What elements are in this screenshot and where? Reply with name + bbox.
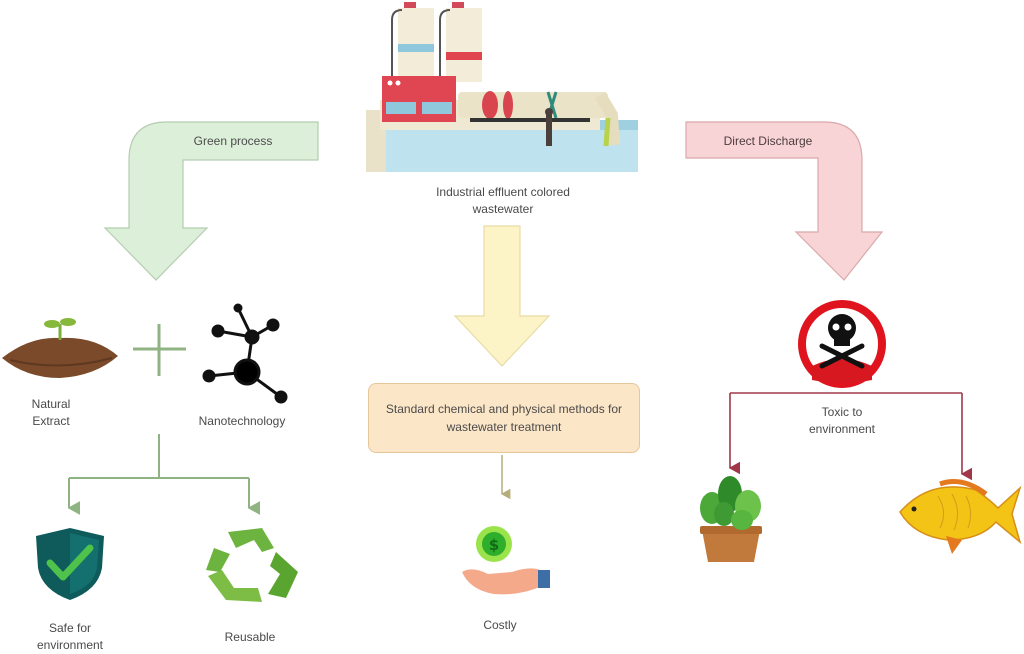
recycle-icon [206, 528, 298, 602]
plus-icon [133, 324, 186, 376]
standard-process-arrow [453, 225, 551, 367]
direct-discharge-label: Direct Discharge [723, 134, 813, 148]
toxic-label: Toxic to environment [808, 405, 876, 436]
reusable-label: Reusable [224, 630, 276, 644]
toxic-connector [728, 392, 973, 481]
source-label: Industrial effluent colored wastewater [436, 185, 570, 216]
green-process-arrow [103, 121, 319, 281]
potted-plant-icon [700, 476, 762, 562]
fish-icon [899, 479, 1022, 554]
standard-methods-label: Standard chemical and physical methods f… [385, 402, 623, 434]
molecule-icon [202, 303, 288, 404]
green-connector [67, 434, 261, 515]
nanotechnology-label: Nanotechnology [198, 414, 286, 428]
costly-label: Costly [483, 618, 517, 632]
plant-in-soil-icon [2, 318, 118, 378]
factory-icon [366, 2, 638, 172]
money-in-hand-icon: $ [462, 526, 550, 595]
shield-check-icon [36, 528, 104, 600]
green-process-label: Green process [193, 134, 273, 148]
safe-for-environment-label: Safe for environment [36, 621, 104, 652]
natural-extract-label: Natural Extract [31, 397, 71, 428]
toxic-skull-icon [798, 300, 886, 388]
svg-text:$: $ [489, 536, 499, 554]
direct-discharge-arrow [685, 121, 884, 281]
standard-methods-box: Standard chemical and physical methods f… [368, 383, 640, 453]
